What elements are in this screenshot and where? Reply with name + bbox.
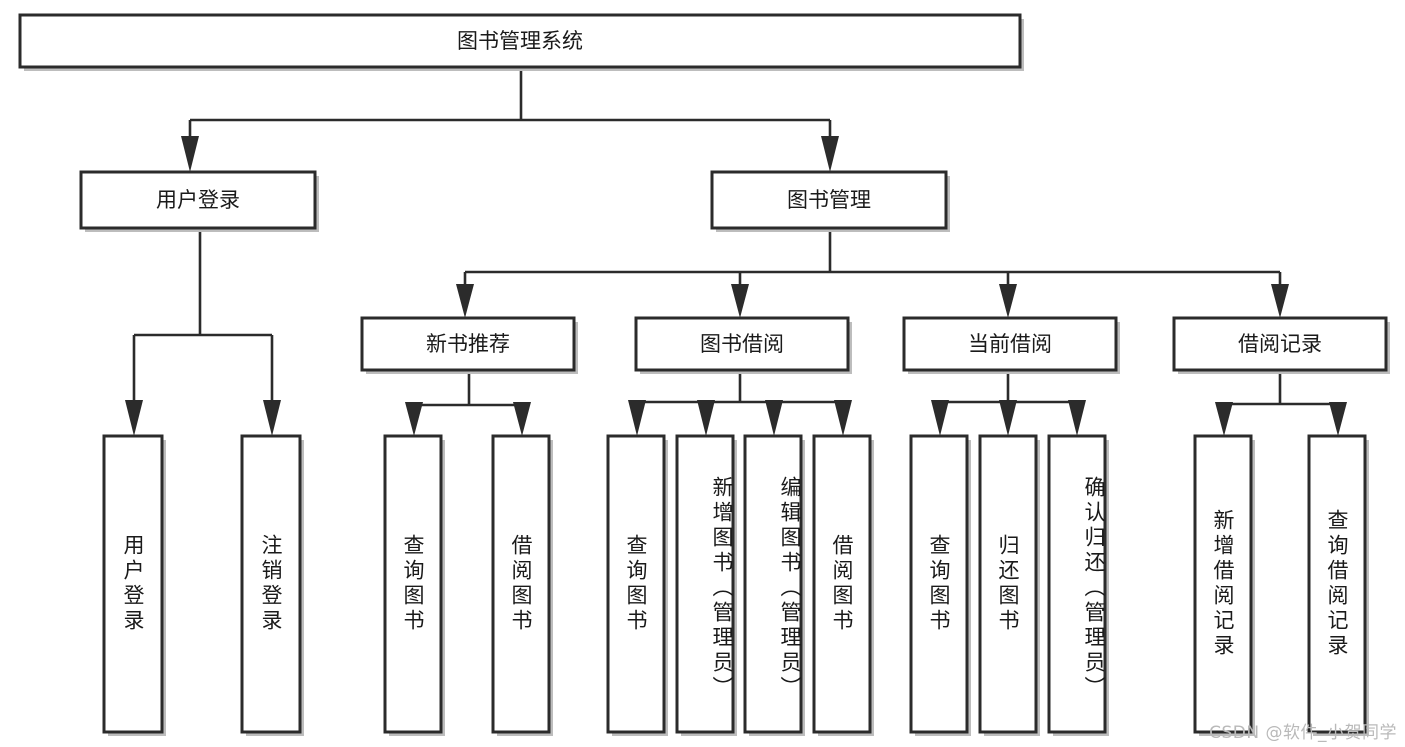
arrowhead-leaf-borrow-book-2	[834, 400, 852, 436]
node-leaf-return-book[interactable]	[978, 434, 1040, 736]
node-new-book-recommend-label: 新书推荐	[426, 332, 510, 356]
node-leaf-logout-login[interactable]	[240, 434, 304, 736]
node-leaf-borrow-book-1[interactable]	[491, 434, 553, 736]
node-book-borrow[interactable]: 图书借阅	[634, 316, 852, 374]
node-borrow-record-rect	[1172, 316, 1388, 372]
arrowhead-leaf-user-login	[125, 400, 143, 436]
node-leaf-edit-book-rect	[743, 434, 803, 734]
arrowhead-leaf-confirm-return	[1068, 400, 1086, 436]
arrowhead-leaf-query-book-1	[405, 402, 423, 436]
node-leaf-query-book-2-rect	[606, 434, 666, 734]
node-leaf-add-borrow-record-rect	[1193, 434, 1253, 734]
arrowhead-book-borrow	[731, 284, 749, 318]
node-leaf-query-book-3-rect	[909, 434, 969, 734]
arrowhead-leaf-query-book-2	[628, 400, 646, 436]
node-user-login-label: 用户登录	[156, 188, 240, 212]
arrowhead-new-book-recommend	[456, 284, 474, 318]
node-root-rect	[18, 13, 1022, 69]
arrowhead-leaf-borrow-book-1	[513, 402, 531, 436]
arrowhead-leaf-edit-book	[765, 400, 783, 436]
node-leaf-query-book-3[interactable]	[909, 434, 971, 736]
node-current-borrow-rect	[902, 316, 1118, 372]
edges-layer	[125, 70, 1347, 436]
node-borrow-record-label: 借阅记录	[1238, 332, 1322, 356]
node-book-borrow-rect	[634, 316, 850, 372]
node-leaf-query-borrow-record-rect	[1307, 434, 1367, 734]
node-leaf-edit-book[interactable]	[743, 434, 805, 736]
arrowhead-borrow-record	[1271, 284, 1289, 318]
node-leaf-user-login[interactable]	[102, 434, 166, 736]
node-leaf-borrow-book-2-rect	[812, 434, 872, 734]
node-leaf-logout-login-rect	[240, 434, 302, 734]
node-user-login-rect	[79, 170, 317, 230]
leaf-boxes-layer	[102, 434, 1369, 736]
arrowhead-leaf-query-borrow-record	[1329, 402, 1347, 436]
node-borrow-record[interactable]: 借阅记录	[1172, 316, 1390, 374]
node-book-management-rect	[710, 170, 948, 230]
node-leaf-borrow-book-1-rect	[491, 434, 551, 734]
arrowhead-leaf-return-book	[999, 400, 1017, 436]
arrowhead-user-login	[181, 136, 199, 172]
arrowhead-book-management	[821, 136, 839, 172]
node-book-management[interactable]: 图书管理	[710, 170, 950, 232]
node-leaf-user-login-rect	[102, 434, 164, 734]
node-root[interactable]: 图书管理系统	[18, 13, 1024, 71]
node-leaf-add-book-rect	[675, 434, 735, 734]
node-current-borrow-label: 当前借阅	[968, 332, 1052, 356]
node-root-label: 图书管理系统	[457, 29, 583, 53]
node-current-borrow[interactable]: 当前借阅	[902, 316, 1120, 374]
node-leaf-borrow-book-2[interactable]	[812, 434, 874, 736]
node-leaf-query-book-1[interactable]	[383, 434, 445, 736]
arrowhead-leaf-add-borrow-record	[1215, 402, 1233, 436]
node-book-borrow-label: 图书借阅	[700, 332, 784, 356]
node-leaf-confirm-return-rect	[1047, 434, 1107, 734]
arrowhead-leaf-add-book	[697, 400, 715, 436]
node-new-book-recommend-rect	[360, 316, 576, 372]
arrowhead-leaf-logout-login	[263, 400, 281, 436]
node-leaf-query-borrow-record[interactable]	[1307, 434, 1369, 736]
node-leaf-return-book-rect	[978, 434, 1038, 734]
node-new-book-recommend[interactable]: 新书推荐	[360, 316, 578, 374]
node-leaf-query-book-2[interactable]	[606, 434, 668, 736]
nodes-layer: 图书管理系统 用户登录 图书管理 新书推荐	[18, 13, 1390, 736]
csdn-watermark: CSDN @软件_小贺同学	[1209, 723, 1397, 743]
node-leaf-query-book-1-rect	[383, 434, 443, 734]
node-leaf-add-book[interactable]	[675, 434, 737, 736]
arrowhead-leaf-query-book-3	[931, 400, 949, 436]
arrowhead-current-borrow	[999, 284, 1017, 318]
node-leaf-confirm-return[interactable]	[1047, 434, 1109, 736]
node-leaf-add-borrow-record[interactable]	[1193, 434, 1255, 736]
node-book-management-label: 图书管理	[787, 188, 871, 212]
node-user-login[interactable]: 用户登录	[79, 170, 319, 232]
